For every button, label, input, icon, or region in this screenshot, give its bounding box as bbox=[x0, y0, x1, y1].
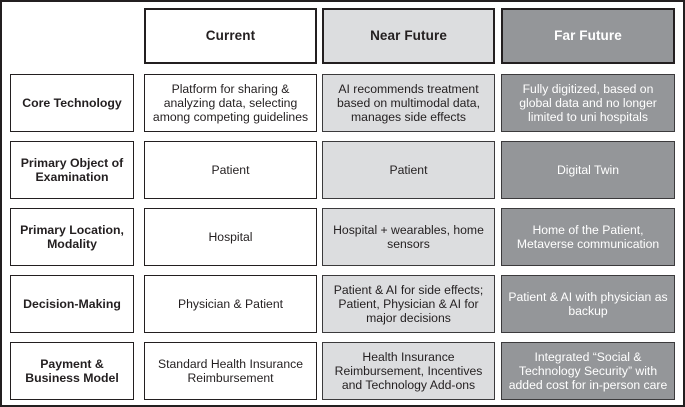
cell-decision-making-current: Physician & Patient bbox=[144, 275, 317, 333]
cell-primary-location-far-future: Home of the Patient, Metaverse communica… bbox=[501, 208, 675, 266]
cell-decision-making-far-future: Patient & AI with physician as backup bbox=[501, 275, 675, 333]
cell-text: Physician & Patient bbox=[177, 296, 283, 311]
cell-text: Standard Health Insurance Reimbursement bbox=[158, 356, 303, 385]
cell-core-technology-far-future: Fully digitized, based on global data an… bbox=[501, 74, 675, 132]
cell-primary-location-current: Hospital bbox=[144, 208, 317, 266]
row-label-payment-business-model: Payment & Business Model bbox=[10, 342, 134, 400]
cell-text: Patient bbox=[211, 162, 250, 177]
cell-text: Hospital bbox=[208, 229, 253, 244]
cell-text: Fully digitized, based on global data an… bbox=[519, 81, 657, 125]
cell-primary-object-far-future: Digital Twin bbox=[501, 141, 675, 199]
cell-payment-far-future: Integrated “Social & Technology Security… bbox=[501, 342, 675, 400]
table-row: Core Technology Platform for sharing & a… bbox=[10, 74, 675, 132]
row-label-primary-object-of-examination: Primary Object of Examination bbox=[10, 141, 134, 199]
row-label-text: Core Technology bbox=[22, 95, 122, 110]
cell-text: Patient & AI with physician as backup bbox=[508, 289, 668, 318]
cell-primary-object-near-future: Patient bbox=[322, 141, 495, 199]
header-cell-near-future: Near Future bbox=[322, 8, 495, 64]
header-cell-far-future: Far Future bbox=[501, 8, 675, 64]
row-label-text: Payment & Business Model bbox=[25, 356, 119, 385]
row-label-text: Primary Location, Modality bbox=[20, 222, 124, 251]
cell-text: Health Insurance Reimbursement, Incentiv… bbox=[334, 349, 483, 393]
cell-text: Patient & AI for side effects; Patient, … bbox=[333, 282, 484, 326]
cell-payment-near-future: Health Insurance Reimbursement, Incentiv… bbox=[322, 342, 495, 400]
cell-decision-making-near-future: Patient & AI for side effects; Patient, … bbox=[322, 275, 495, 333]
table-row: Payment & Business Model Standard Health… bbox=[10, 342, 675, 400]
row-label-text: Decision-Making bbox=[23, 296, 121, 311]
cell-primary-object-current: Patient bbox=[144, 141, 317, 199]
row-label-decision-making: Decision-Making bbox=[10, 275, 134, 333]
cell-text: Home of the Patient, Metaverse communica… bbox=[516, 222, 660, 251]
row-label-text: Primary Object of Examination bbox=[20, 155, 124, 184]
cell-text: Integrated “Social & Technology Security… bbox=[508, 349, 668, 393]
cell-text: Digital Twin bbox=[556, 162, 620, 177]
header-label-near-future: Near Future bbox=[370, 28, 447, 44]
row-label-primary-location-modality: Primary Location, Modality bbox=[10, 208, 134, 266]
cell-core-technology-near-future: AI recommends treatment based on multimo… bbox=[322, 74, 495, 132]
header-label-far-future: Far Future bbox=[554, 28, 622, 44]
cell-text: Patient bbox=[389, 162, 428, 177]
table-header-row: Current Near Future Far Future bbox=[10, 8, 675, 64]
cell-core-technology-current: Platform for sharing & analyzing data, s… bbox=[144, 74, 317, 132]
cell-text: Hospital + wearables, home sensors bbox=[333, 222, 484, 251]
cell-payment-current: Standard Health Insurance Reimbursement bbox=[144, 342, 317, 400]
row-label-core-technology: Core Technology bbox=[10, 74, 134, 132]
table-row: Decision-Making Physician & Patient Pati… bbox=[10, 275, 675, 333]
cell-text: Platform for sharing & analyzing data, s… bbox=[152, 81, 309, 125]
cell-primary-location-near-future: Hospital + wearables, home sensors bbox=[322, 208, 495, 266]
table-row: Primary Location, Modality Hospital Hosp… bbox=[10, 208, 675, 266]
header-label-current: Current bbox=[205, 28, 256, 44]
header-cell-current: Current bbox=[144, 8, 317, 64]
table-row: Primary Object of Examination Patient Pa… bbox=[10, 141, 675, 199]
header-cell-blank bbox=[10, 8, 134, 64]
cell-text: AI recommends treatment based on multimo… bbox=[337, 81, 480, 125]
